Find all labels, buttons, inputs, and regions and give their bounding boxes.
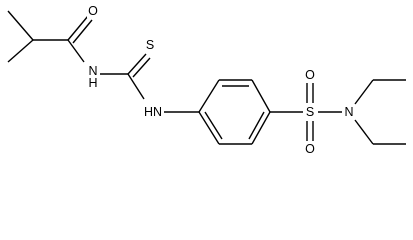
bond-carbonyl-nh: [67, 39, 85, 63]
bond-carbonyl-o-2: [72, 19, 93, 44]
bond-carbonyl-o-1: [67, 15, 89, 41]
ring-double-2: [204, 111, 223, 140]
bond-n-ethyl2: [354, 119, 374, 145]
ring-bond-3: [251, 79, 271, 113]
atom-n-sulfonamide: N: [344, 105, 353, 119]
bond-thiocarbon-s-2: [132, 57, 151, 78]
atom-s-thio: S: [146, 38, 154, 52]
structure-diagram: O S N H HN S O O N: [7, 4, 406, 156]
atom-h-amide: H: [88, 76, 97, 90]
bond-thiocarbon-s-1: [127, 53, 147, 75]
atom-hn-aryl: HN: [144, 105, 162, 119]
atom-o-sulfonyl-bottom: O: [305, 142, 315, 156]
ring-double-3: [248, 111, 265, 140]
atom-o-sulfonyl-top: O: [305, 68, 315, 82]
ring-bond-1: [198, 79, 220, 113]
atom-s-sulfonyl: S: [306, 105, 314, 119]
atom-o-carbonyl: O: [88, 4, 98, 18]
molecule-svg: O S N H HN S O O N: [7, 4, 406, 156]
bond-thiocarbon-hn: [127, 73, 145, 100]
ring-bond-6: [198, 111, 220, 145]
bond-n-ethyl1: [354, 79, 374, 105]
ring-bond-4: [251, 111, 271, 145]
atom-n-amide: N: [88, 64, 97, 78]
bond-methyl2-ch: [7, 10, 34, 41]
bond-methyl1-ch: [7, 39, 34, 63]
